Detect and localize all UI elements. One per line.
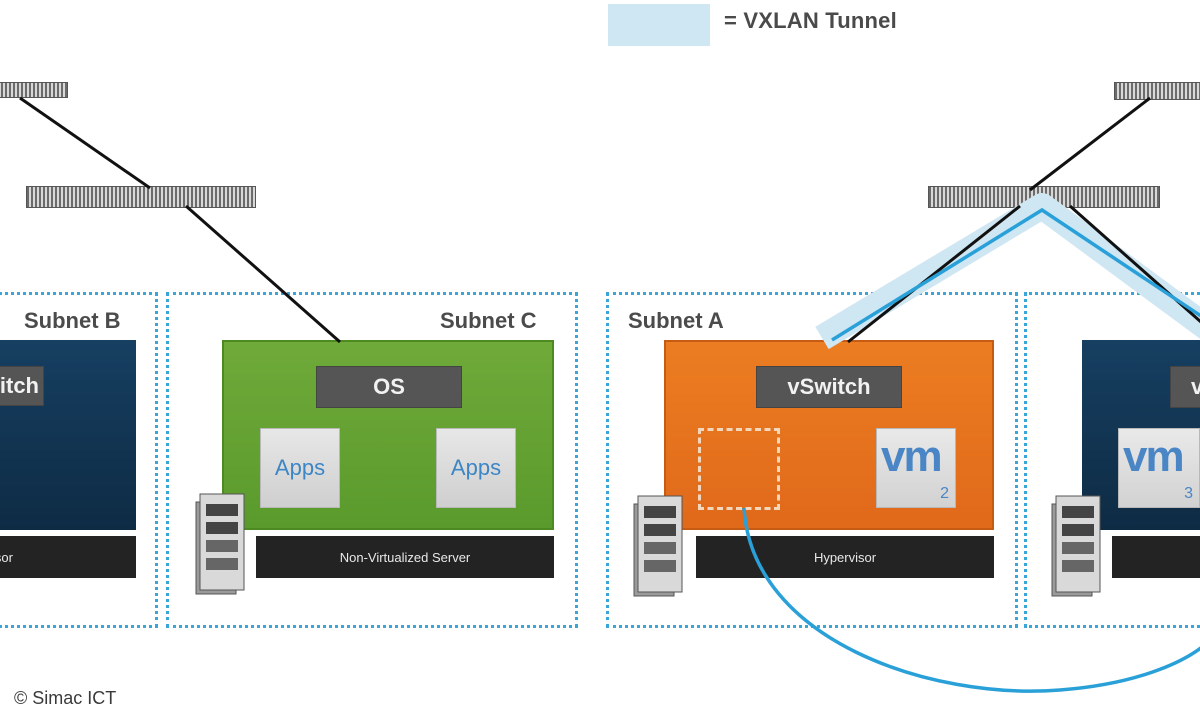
copyright-notice: © Simac ICT	[14, 688, 117, 708]
subnet-d-vswitch-chip: v	[1170, 366, 1200, 408]
uplink-line	[19, 96, 151, 190]
vxlan-tunnel-glow	[815, 193, 1200, 350]
subnet-b-label: Subnet B	[24, 308, 121, 333]
vm-3-tile: vm 3	[1118, 428, 1200, 508]
subnet-d-hypervisor-bar	[1112, 536, 1200, 578]
server-rack-icon	[633, 495, 683, 597]
server-rack-icon	[1051, 495, 1101, 597]
subnet-d-container	[1024, 292, 1200, 628]
network-switch-icon	[1114, 82, 1200, 100]
uplink-line	[1069, 204, 1200, 324]
vxlan-legend-swatch	[608, 4, 710, 46]
vxlan-tunnel-line	[831, 207, 1200, 342]
os-chip: OS	[316, 366, 462, 408]
vm-migration-placeholder	[698, 428, 780, 510]
subnet-b-hypervisor-bar: isor	[0, 536, 136, 578]
uplink-line	[185, 204, 341, 344]
hypervisor-bar: Hypervisor	[696, 536, 994, 578]
vm-migration-arc	[742, 507, 1200, 693]
subnet-a-label: Subnet A	[628, 308, 724, 333]
network-switch-icon	[26, 186, 256, 208]
app-tile-1: Apps	[260, 428, 340, 508]
uplink-line	[1029, 96, 1151, 192]
subnet-b-container	[0, 292, 158, 628]
vswitch-chip: vSwitch	[756, 366, 902, 408]
app-tile-2: Apps	[436, 428, 516, 508]
subnet-b-vswitch-chip: itch	[0, 366, 44, 406]
subnet-c-label: Subnet C	[440, 308, 537, 333]
server-rack-icon	[195, 493, 245, 595]
uplink-line	[847, 204, 1021, 344]
subnet-c-container	[166, 292, 578, 628]
vm-2-tile: vm 2	[876, 428, 956, 508]
vxlan-legend-label: = VXLAN Tunnel	[724, 8, 897, 33]
network-switch-icon	[0, 82, 68, 98]
non-virtualized-server-bar: Non-Virtualized Server	[256, 536, 554, 578]
vm-3-label: vm	[1123, 432, 1185, 481]
vm-2-number: 2	[940, 485, 949, 502]
vm-2-label: vm	[881, 432, 943, 481]
vm-3-number: 3	[1184, 485, 1193, 502]
